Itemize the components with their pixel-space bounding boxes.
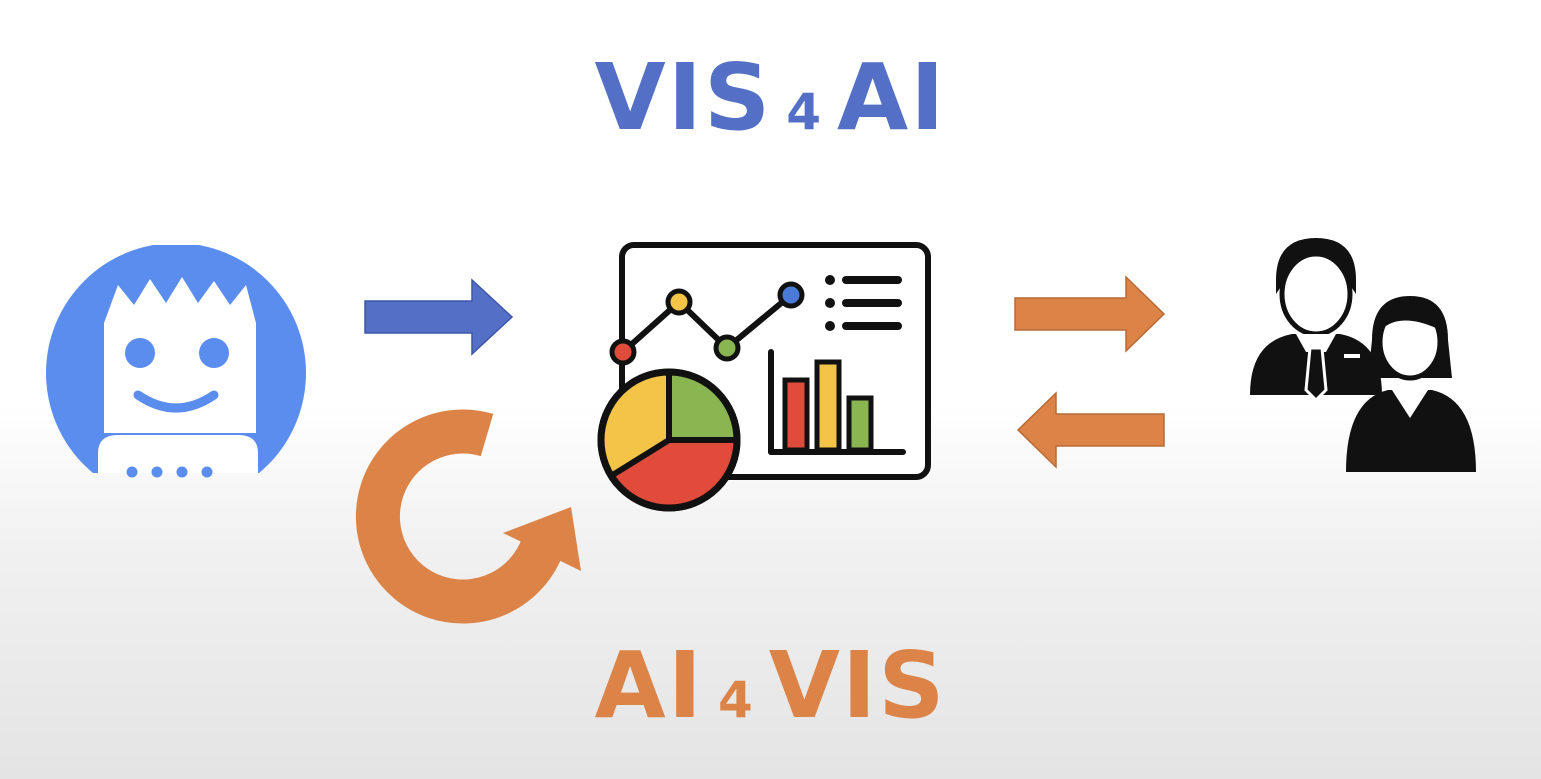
- robot-face-icon: [46, 245, 306, 478]
- circular-refresh-arrow-icon: [355, 409, 581, 624]
- vis4ai-title-right: AI: [837, 44, 947, 151]
- ai4vis-title-connector: 4: [717, 671, 755, 729]
- vis4ai-title-connector: 4: [786, 83, 824, 141]
- ai4vis-title-left: AI: [594, 632, 704, 739]
- orange-arrow-left-icon: [1016, 391, 1165, 469]
- ai4vis-title-right: VIS: [768, 632, 947, 739]
- vis4ai-title-left: VIS: [594, 44, 773, 151]
- analytics-dashboard-icon: [597, 242, 931, 512]
- business-people-icon: [1250, 238, 1476, 472]
- blue-arrow-right-icon: [364, 278, 514, 356]
- orange-arrow-right-icon: [1014, 275, 1166, 353]
